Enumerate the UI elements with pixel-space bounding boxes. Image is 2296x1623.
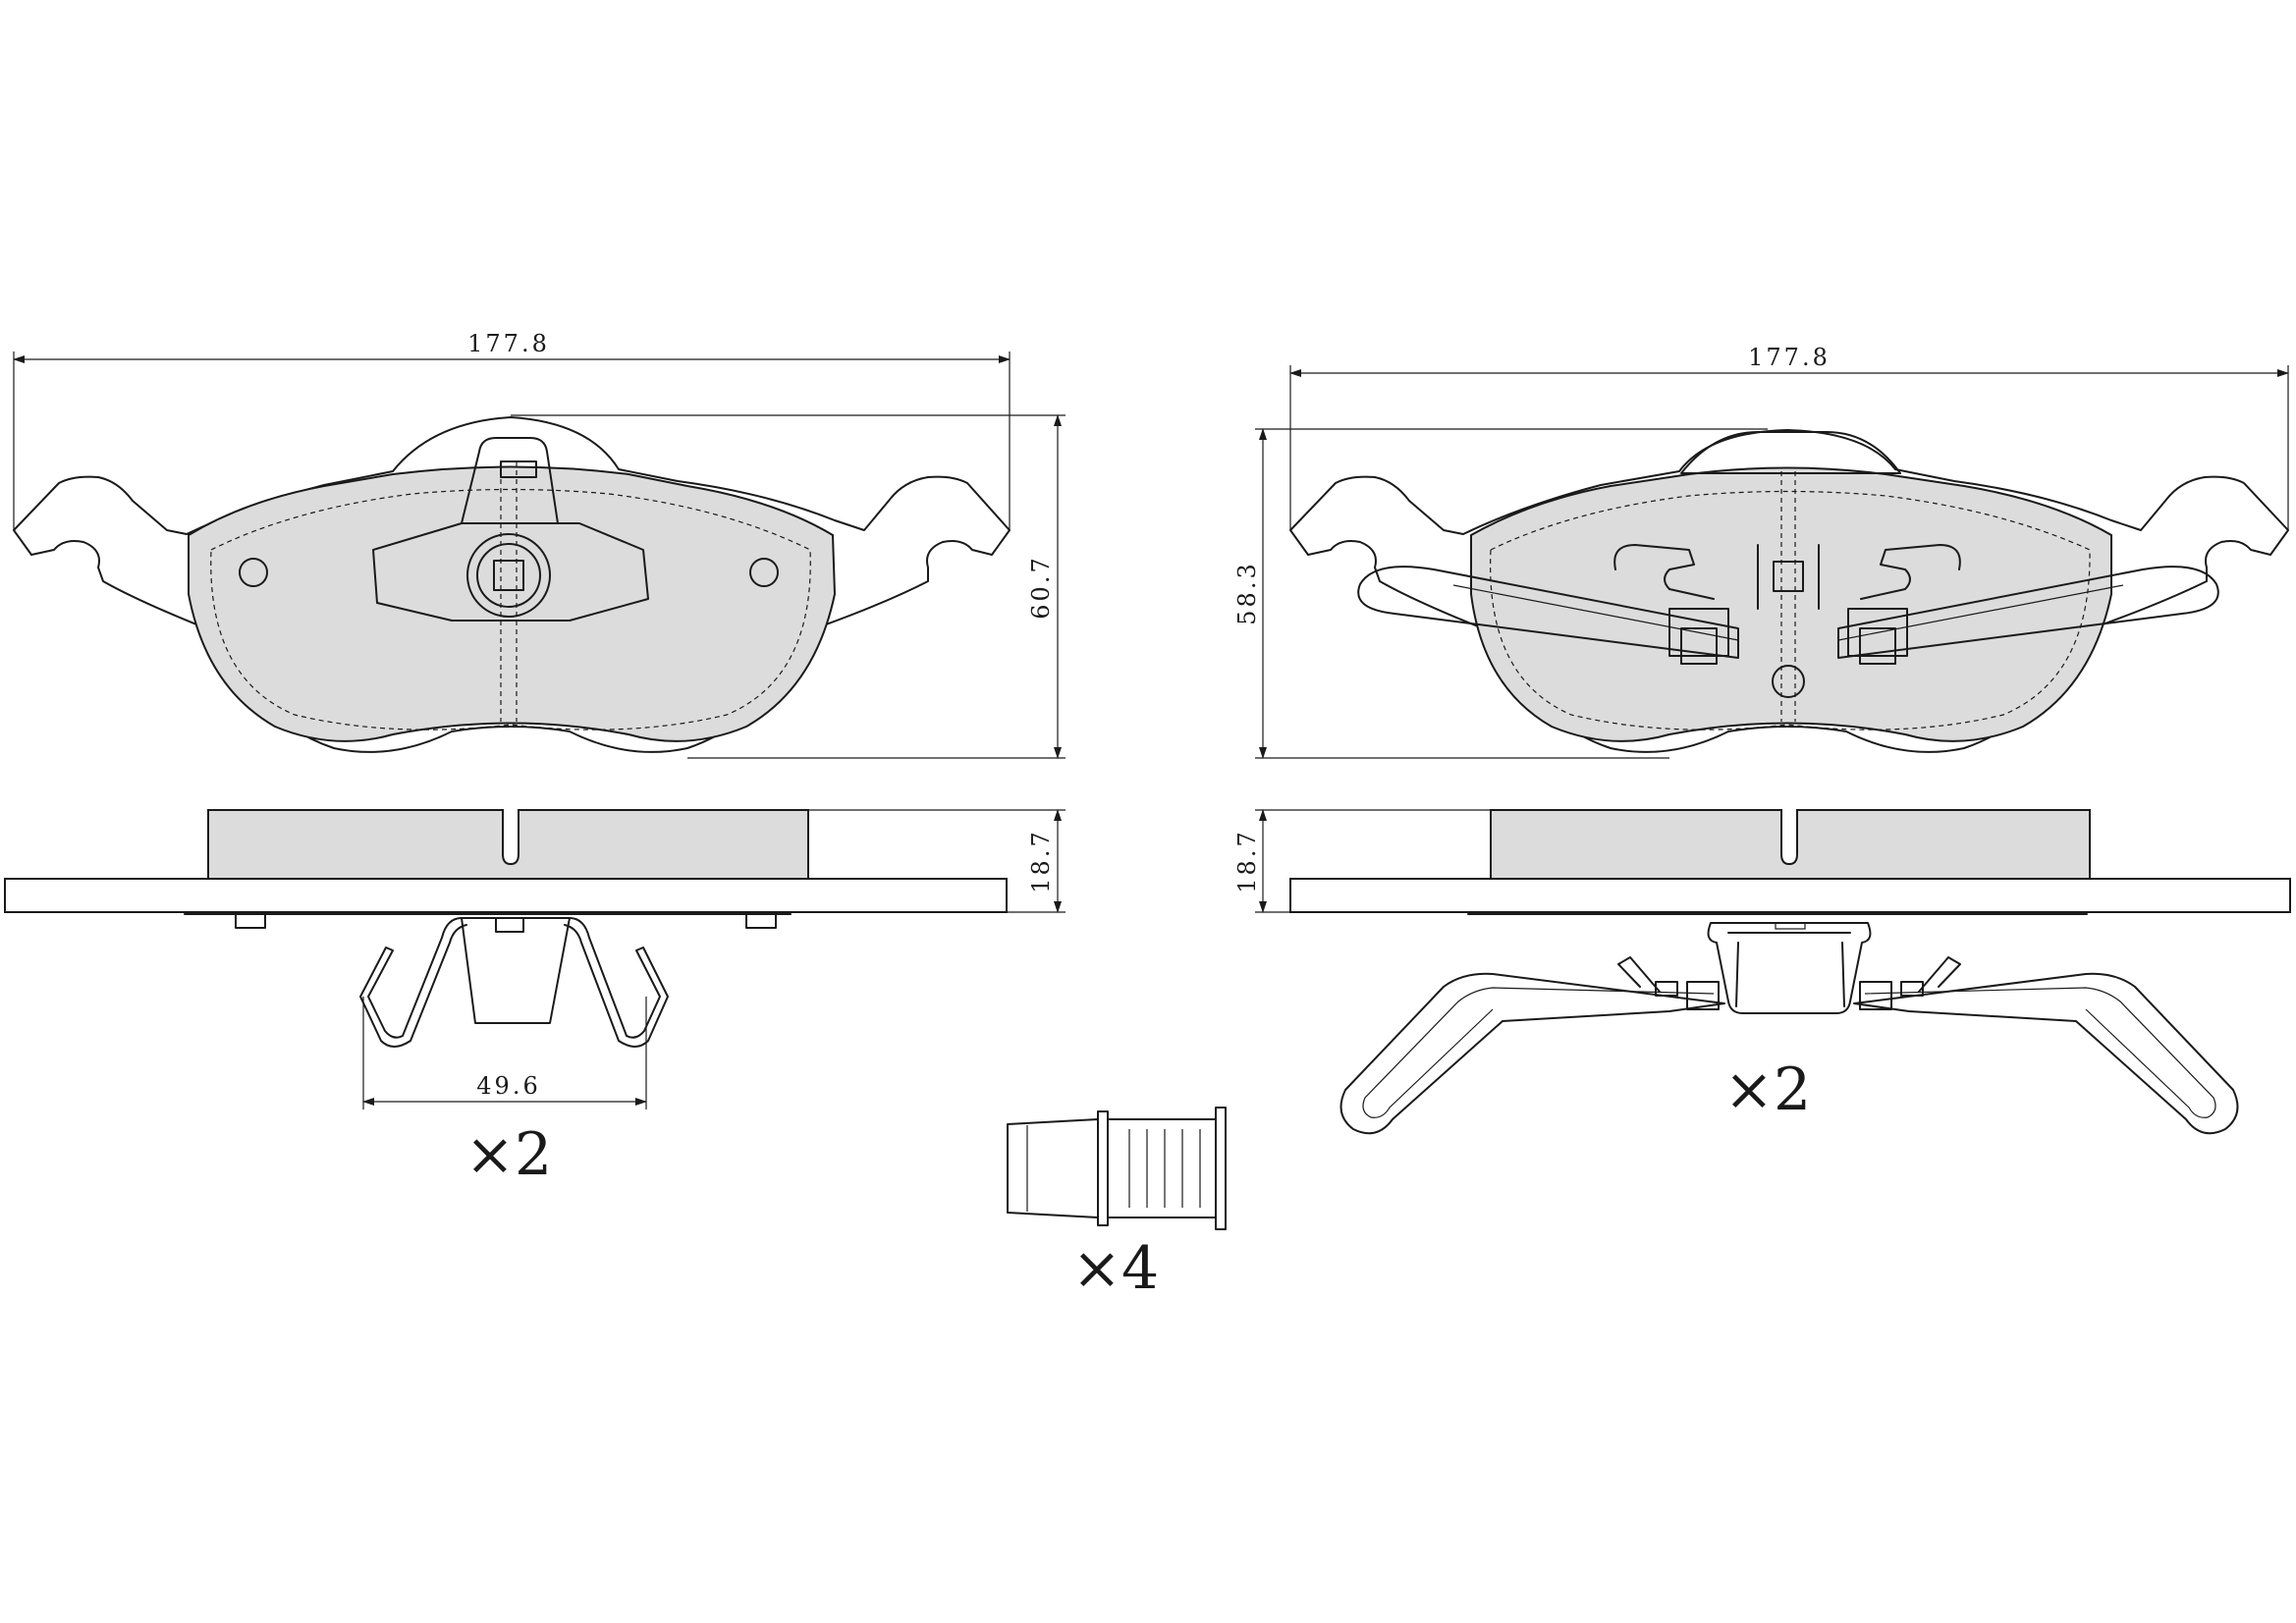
left-clip-top-slot [495, 917, 524, 933]
clip-width-label: 49.6 [476, 1072, 540, 1100]
right-spring-wire-right [1837, 566, 2219, 659]
spring-left-tab [1655, 981, 1678, 997]
left-pad-front-view: 177.8 60.7 [13, 330, 1066, 759]
bushing-ribs [1128, 1129, 1201, 1208]
left-pad-hole-right [749, 558, 779, 587]
spring-quantity-label: ×2 [1724, 1055, 1811, 1124]
right-clip-hook-right [1860, 544, 1961, 600]
spring-left-arm [1339, 972, 1725, 1135]
left-clip-slot [500, 460, 537, 478]
left-side-backing-plate [4, 878, 1008, 913]
clip-quantity-label: ×2 [465, 1120, 552, 1189]
spring-left-arm-inner [1362, 987, 1715, 1118]
right-height-label: 58.3 [1233, 561, 1261, 624]
left-pad-side-view: 18.7 [4, 809, 1066, 929]
right-pad-side-view: 18.7 [1233, 809, 2291, 915]
bushing-tapered-sleeve [1007, 1118, 1099, 1218]
spring-tips [1617, 956, 1961, 993]
right-anti-rattle-spring: ×2 [1339, 922, 2239, 1135]
left-center-boss-inner [476, 543, 541, 608]
right-pad-front-view: 177.8 58.3 [1233, 344, 2289, 759]
spring-center-clip [1707, 922, 1872, 1014]
left-side-pin-2 [745, 913, 777, 929]
left-width-label: 177.8 [467, 330, 550, 357]
left-center-boss-outer [466, 533, 551, 618]
left-spring-clip: 49.6 ×2 [359, 917, 669, 1189]
left-clip-body [461, 917, 571, 1024]
right-bracket-right [1847, 608, 1908, 657]
bushing-flange-right [1215, 1107, 1227, 1230]
right-top-tab [1680, 431, 1901, 474]
guide-bushing: ×4 [1007, 1107, 1227, 1303]
spring-right-tab [1900, 981, 1924, 997]
right-bracket-left-inner [1680, 627, 1718, 665]
right-side-backing-plate [1289, 878, 2291, 913]
left-thickness-label: 18.7 [1027, 829, 1055, 893]
spring-left-clip [1686, 981, 1720, 1010]
spring-right-clip [1859, 981, 1892, 1010]
spring-clip-inner [1727, 932, 1851, 1007]
right-width-label: 177.8 [1748, 344, 1831, 371]
left-top-clip-tab [461, 437, 559, 524]
right-friction-material [1470, 466, 2112, 742]
right-thickness-label: 18.7 [1233, 829, 1261, 893]
right-side-friction [1490, 809, 2091, 880]
left-side-friction [207, 809, 809, 880]
bushing-flange-left [1097, 1110, 1109, 1226]
left-pad-hole-left [239, 558, 268, 587]
left-friction-inner-outline [210, 488, 811, 730]
right-spring-wire-left [1357, 566, 1739, 659]
right-spring-wire-inner [1452, 584, 2124, 641]
right-bracket-right-inner [1859, 627, 1896, 665]
bushing-quantity-label: ×4 [1072, 1234, 1159, 1303]
left-side-pin-1 [235, 913, 266, 929]
right-center-guides [1757, 544, 1820, 610]
spring-right-arm-inner [1864, 987, 2216, 1118]
left-clip-leg-right [564, 917, 669, 1048]
left-friction-material [188, 465, 837, 742]
right-bracket-left [1668, 608, 1729, 657]
right-center-square-hole [1773, 561, 1804, 592]
left-height-label: 60.7 [1027, 555, 1055, 619]
right-lower-hole [1772, 665, 1805, 698]
spring-clip-slot [1775, 922, 1806, 930]
left-center-square-hole [493, 560, 524, 591]
right-clip-hook-left [1613, 544, 1715, 600]
right-friction-inner-outline [1490, 490, 2091, 730]
spring-right-arm [1853, 972, 2239, 1135]
left-clip-leg-left [359, 917, 467, 1048]
